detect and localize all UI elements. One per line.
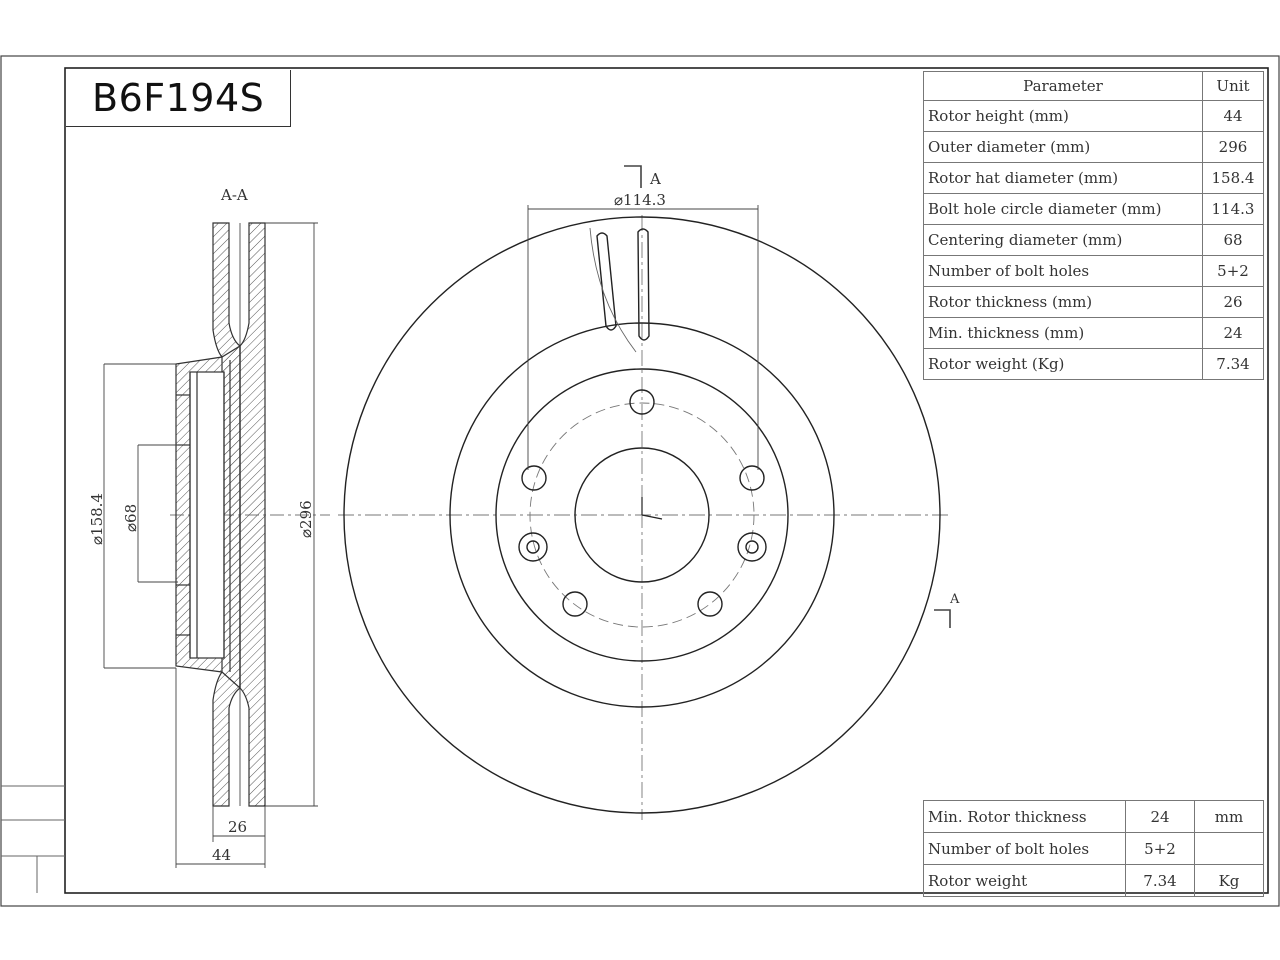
param-value: 7.34: [1202, 348, 1264, 380]
center-bore: [574, 447, 710, 583]
param-name: Bolt hole circle diameter (mm): [923, 193, 1203, 225]
parameter-table: Parameter Unit Rotor height (mm)44 Outer…: [923, 71, 1264, 380]
section-label: A-A: [221, 186, 248, 204]
bolt-circle: [529, 402, 755, 628]
table-row: Rotor weight (Kg)7.34: [923, 348, 1264, 380]
summary-value: 7.34: [1125, 864, 1195, 897]
param-name: Centering diameter (mm): [923, 224, 1203, 256]
hat-diameter-dim: ⌀158.4: [88, 493, 106, 545]
param-value: 158.4: [1202, 162, 1264, 194]
outer-frame: [0, 55, 1280, 907]
part-number: B6F194S: [92, 76, 265, 120]
bolt-hole: [629, 389, 655, 415]
bolt-hole: [739, 465, 765, 491]
summary-unit: mm: [1194, 800, 1264, 833]
section-view: [170, 222, 330, 807]
table-row: Outer diameter (mm)296: [923, 131, 1264, 163]
param-name: Rotor thickness (mm): [923, 286, 1203, 318]
outer-disc-edge: [343, 216, 941, 814]
hat-edge: [495, 368, 789, 662]
param-value: 24: [1202, 317, 1264, 349]
param-value: 5+2: [1202, 255, 1264, 287]
locator-hole: [526, 540, 540, 554]
summary-table: Min. Rotor thickness 24 mm Number of bol…: [923, 800, 1264, 897]
table-row: Centering diameter (mm)68: [923, 224, 1264, 256]
locator-hole: [745, 540, 759, 554]
summary-name: Min. Rotor thickness: [923, 800, 1126, 833]
param-value: 26: [1202, 286, 1264, 318]
height-dim: 44: [212, 846, 232, 864]
param-value: 114.3: [1202, 193, 1264, 225]
param-name: Rotor height (mm): [923, 100, 1203, 132]
inner-frame: [64, 67, 1269, 894]
param-value: 296: [1202, 131, 1264, 163]
table-row: Rotor thickness (mm)26: [923, 286, 1264, 318]
param-name: Rotor hat diameter (mm): [923, 162, 1203, 194]
summary-name: Rotor weight: [923, 864, 1126, 897]
front-dimensions: [527, 165, 951, 628]
summary-value: 24: [1125, 800, 1195, 833]
table-row: Min. thickness (mm)24: [923, 317, 1264, 349]
bolt-hole: [562, 591, 588, 617]
summary-unit: Kg: [1194, 864, 1264, 897]
header-parameter: Parameter: [923, 71, 1203, 101]
param-name: Rotor weight (Kg): [923, 348, 1203, 380]
header-unit: Unit: [1202, 71, 1264, 101]
bolt-circle-dim: ⌀114.3: [614, 191, 666, 209]
title-block: B6F194S: [66, 70, 291, 127]
bolt-hole: [697, 591, 723, 617]
thickness-dim: 26: [228, 818, 248, 836]
param-name: Number of bolt holes: [923, 255, 1203, 287]
table-row: Bolt hole circle diameter (mm)114.3: [923, 193, 1264, 225]
param-value: 44: [1202, 100, 1264, 132]
vent-slot: [637, 228, 650, 341]
summary-name: Number of bolt holes: [923, 832, 1126, 865]
table-header-row: Parameter Unit: [923, 71, 1264, 101]
centering-diameter-dim: ⌀68: [122, 503, 140, 532]
table-row: Min. Rotor thickness 24 mm: [923, 800, 1264, 833]
bolt-hole: [521, 465, 547, 491]
table-row: Number of bolt holes 5+2: [923, 832, 1264, 865]
outer-diameter-dim: ⌀296: [297, 500, 315, 538]
friction-inner-edge: [449, 322, 835, 708]
table-row: Rotor hat diameter (mm)158.4: [923, 162, 1264, 194]
section-dimensions: [103, 222, 318, 868]
param-name: Min. thickness (mm): [923, 317, 1203, 349]
table-row: Rotor height (mm)44: [923, 100, 1264, 132]
section-plate-right: [239, 222, 266, 807]
vent-slot: [596, 232, 617, 331]
section-marker-top: A: [650, 170, 661, 188]
summary-value: 5+2: [1125, 832, 1195, 865]
param-value: 68: [1202, 224, 1264, 256]
summary-unit: [1194, 832, 1264, 865]
left-title-block: [1, 785, 65, 893]
locator-hole: [518, 532, 548, 562]
table-row: Rotor weight 7.34 Kg: [923, 864, 1264, 897]
section-cut-outline: [589, 227, 637, 353]
section-marker-right: A: [950, 592, 960, 607]
locator-hole: [737, 532, 767, 562]
param-name: Outer diameter (mm): [923, 131, 1203, 163]
front-view: [338, 215, 950, 820]
